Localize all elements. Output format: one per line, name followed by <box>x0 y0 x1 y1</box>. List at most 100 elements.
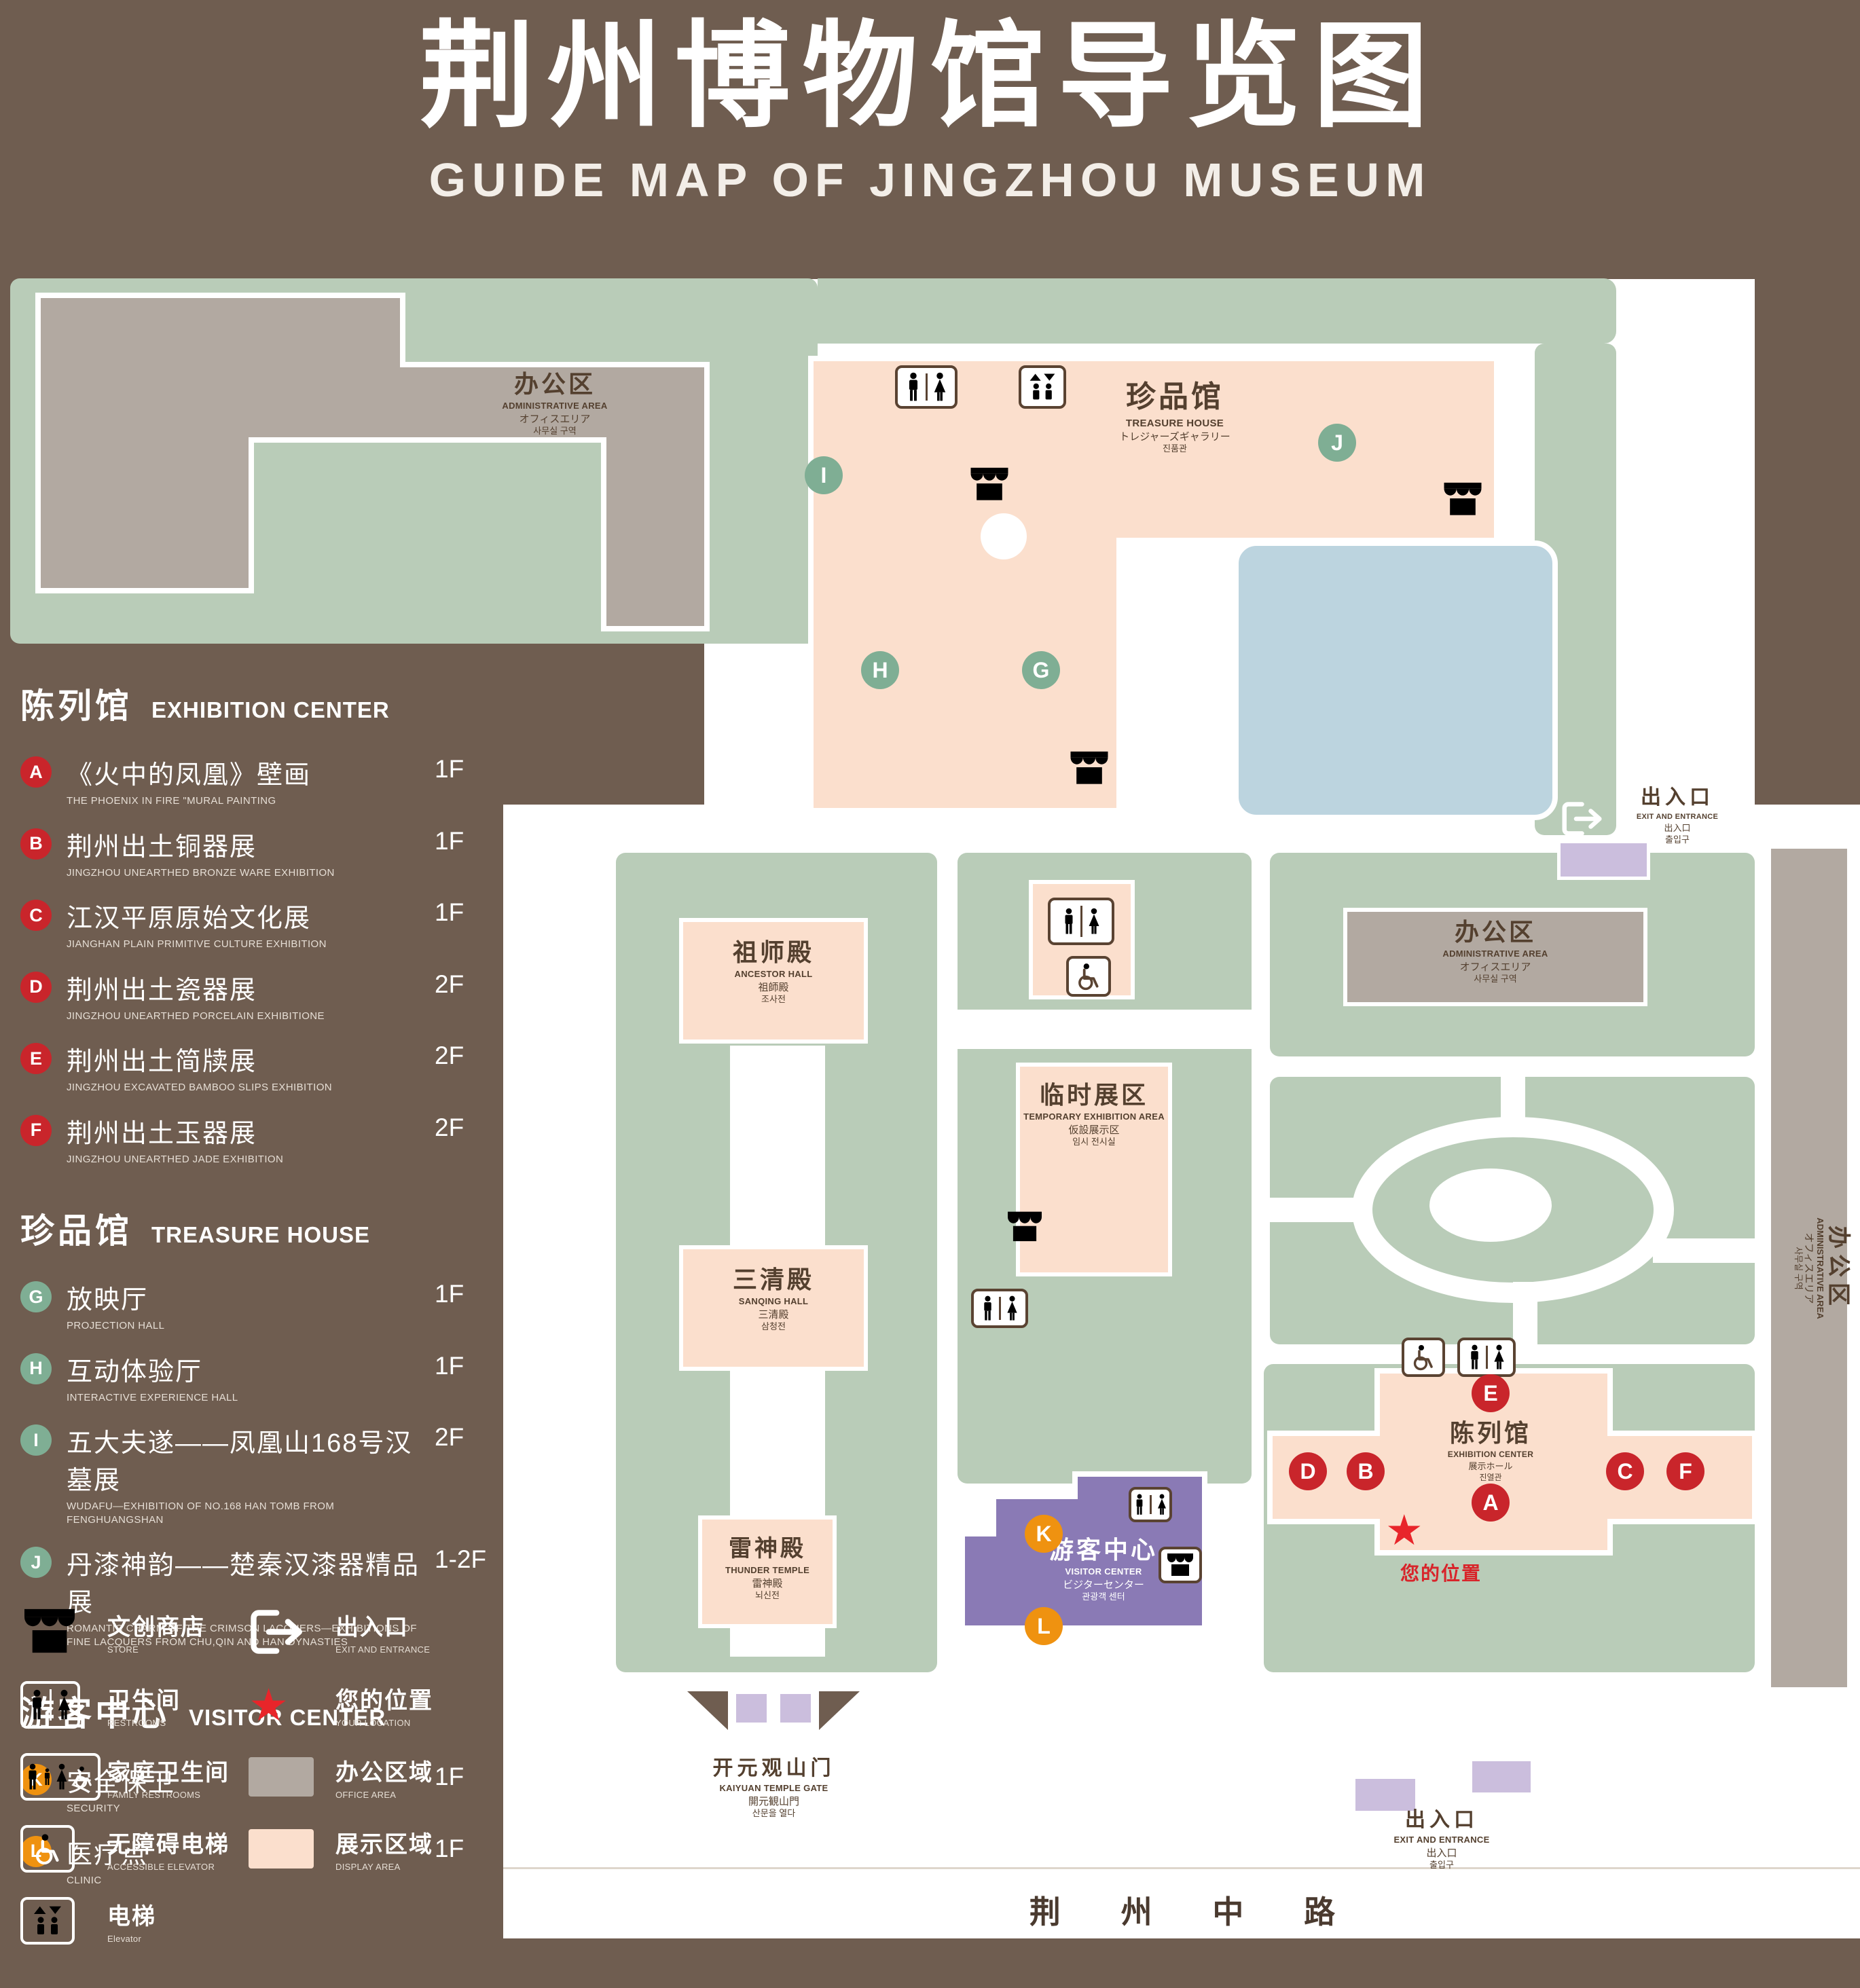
elevator-icon <box>1019 365 1066 409</box>
label-jp: オフィスエリア <box>519 413 591 425</box>
item-floor: 2F <box>435 1042 464 1069</box>
item-name-cn: 荆州出土简牍展 <box>67 1048 257 1076</box>
exit-icon <box>1561 800 1605 838</box>
label-cn: 开元观山门 <box>712 1757 835 1780</box>
item-name-cn: 安全保卫 <box>67 1769 176 1797</box>
garden-path-south <box>1513 1282 1537 1344</box>
label-exit-south: 出入口 EXIT AND ENTRANCE 出入口 출입구 <box>1357 1809 1527 1871</box>
label-jp: 仮設展示区 <box>1068 1124 1120 1136</box>
your-location-label: 您的位置 <box>1400 1563 1482 1584</box>
gate-wall-right <box>819 1691 860 1730</box>
label-cn: 办公区 <box>1454 918 1536 946</box>
map-marker-I: I <box>805 456 843 494</box>
label-cn: 三清殿 <box>732 1266 814 1293</box>
map-marker-E: E <box>1472 1374 1510 1412</box>
marker-badge-D: D <box>20 971 52 1003</box>
legend-item-D: D 荆州出土瓷器展 JINGZHOU UNEARTHED PORCELAIN E… <box>20 969 503 1023</box>
legend-section-treasure-house: 珍品馆 TREASURE HOUSE <box>20 1204 503 1253</box>
symbol-name-cn: 卫生间 <box>107 1688 181 1714</box>
label-en: TREASURE HOUSE <box>1125 418 1224 430</box>
entrance-block-east <box>1557 840 1650 880</box>
item-name-en: THE PHOENIX IN FIRE "MURAL PAINTING <box>67 795 276 807</box>
marker-badge-C: C <box>20 900 52 931</box>
symbol-name-en: RESTROOMS <box>107 1718 166 1728</box>
item-name-cn: 丹漆神韵——楚秦汉漆器精品展 <box>67 1551 420 1617</box>
label-ancestor-hall: 祖师殿 ANCESTOR HALL 祖師殿 조사전 <box>672 938 875 1005</box>
marker-badge-J: J <box>20 1547 52 1578</box>
item-name-en: JINGZHOU UNEARTHED PORCELAIN EXHIBITIONE <box>67 1010 325 1022</box>
garden-path-east <box>1653 1238 1755 1263</box>
your-location-star-icon: ★ <box>1385 1507 1423 1554</box>
label-cn: 办公区 <box>513 370 596 398</box>
label-kr: 사무실 구역 <box>1474 973 1517 984</box>
label-visitor-center: 游客中心 VISITOR CENTER ビジターセンター 관광객 센터 <box>998 1536 1209 1602</box>
item-name-cn: 江汉平原原始文化展 <box>67 904 312 933</box>
label-kr: 사무실 구역 <box>1793 1247 1804 1290</box>
label-kr: 출입구 <box>1429 1860 1454 1871</box>
accessible-elevator-icon <box>1402 1338 1445 1377</box>
temporary-exhibition-building <box>1016 1063 1172 1276</box>
legend-item-K: K 安全保卫 SECURITY 1F <box>20 1761 503 1816</box>
label-en: VISITOR CENTER <box>1065 1566 1142 1577</box>
symbol-name-en: YOUR LOCATION <box>335 1718 411 1728</box>
display-area-swatch <box>249 1829 335 1869</box>
item-floor: 1F <box>435 898 464 926</box>
garden-island <box>1429 1168 1552 1242</box>
item-floor: 2F <box>435 1113 464 1141</box>
label-cn: 办公区 <box>1825 1226 1851 1311</box>
label-gate: 开元观山门 KAIYUAN TEMPLE GATE 開元観山門 산문을 열다 <box>680 1757 867 1819</box>
symbol-name-cn: 无障碍电梯 <box>107 1832 230 1858</box>
thunder-temple-building <box>698 1515 837 1628</box>
store-icon <box>1005 1210 1044 1244</box>
legend-symbol-your-location: ★ 您的位置 YOUR LOCATION <box>249 1681 507 1729</box>
legend-section-exhibition-center: 陈列馆 EXHIBITION CENTER <box>20 679 503 728</box>
item-name-en: PROJECTION HALL <box>67 1320 165 1331</box>
item-floor: 2F <box>435 1423 464 1451</box>
label-jp: オフィスエリア <box>1459 961 1531 973</box>
item-name-cn: 放映厅 <box>67 1286 149 1314</box>
label-cn: 珍品馆 <box>1126 380 1224 413</box>
label-kr: 진열관 <box>1479 1472 1502 1482</box>
admin-strip-far-right <box>1767 845 1851 1691</box>
marker-badge-I: I <box>20 1424 52 1456</box>
item-name-en: JINGZHOU UNEARTHED BRONZE WARE EXHIBITIO… <box>67 866 335 879</box>
legend-item-B: B 荆州出土铜器展 JINGZHOU UNEARTHED BRONZE WARE… <box>20 826 503 880</box>
restroom-icon <box>20 1681 107 1729</box>
label-exit-east: 出入口 EXIT AND ENTRANCE 出入口 출입구 <box>1616 786 1738 845</box>
poster-header: 荆州博物馆导览图 GUIDE MAP OF JINGZHOU MUSEUM <box>0 16 1860 207</box>
marker-badge-A: A <box>20 756 52 788</box>
symbol-name-en: FAMILY RESTROOMS <box>107 1790 201 1800</box>
item-name-cn: 互动体验厅 <box>67 1357 203 1386</box>
label-cn: 雷神殿 <box>729 1536 806 1562</box>
symbol-name-en: Elevator <box>107 1934 142 1944</box>
pond <box>1233 540 1558 820</box>
legend-item-E: E 荆州出土简牍展 JINGZHOU EXCAVATED BAMBOO SLIP… <box>20 1040 503 1094</box>
item-name-en: ROMANTIC CHARM OF THE CRIMSON LACQUERS—E… <box>67 1623 417 1648</box>
label-jp: オフィスエリア <box>1802 1232 1815 1304</box>
label-en: ADMINISTRATIVE AREA <box>1442 949 1548 959</box>
accessible-elevator-icon <box>20 1825 107 1873</box>
label-en: EXHIBITION CENTER <box>1447 1450 1534 1460</box>
label-kr: 관광객 센터 <box>1082 1591 1125 1602</box>
symbol-name-en: DISPLAY AREA <box>335 1862 401 1872</box>
section-title-en: EXHIBITION CENTER <box>151 697 390 722</box>
label-cn: 游客中心 <box>1048 1536 1158 1564</box>
symbol-name-cn: 展示区域 <box>335 1832 433 1858</box>
symbol-name-cn: 办公区域 <box>335 1760 433 1786</box>
label-jp: トレジャーズギャラリー <box>1119 431 1230 443</box>
label-en: THUNDER TEMPLE <box>725 1564 810 1575</box>
label-en: ANCESTOR HALL <box>734 969 813 980</box>
legend-symbol-office-area: 办公区域 OFFICE AREA <box>249 1753 507 1801</box>
south-exit-block-west <box>1352 1775 1419 1814</box>
label-jp: 出入口 <box>1426 1847 1457 1859</box>
label-jp: 出入口 <box>1664 822 1691 833</box>
label-kr: 출입구 <box>1665 834 1690 845</box>
exhibition-center-building <box>1267 1368 1757 1556</box>
legend-symbol-accessible-elevator: 无障碍电梯 ACCESSIBLE ELEVATOR <box>20 1825 244 1873</box>
restroom-icon <box>895 365 958 409</box>
label-jp: 展示ホール <box>1468 1460 1513 1471</box>
label-cn: 临时展区 <box>1039 1081 1148 1109</box>
admin-building-west <box>35 293 710 631</box>
symbol-name-cn: 家庭卫生间 <box>107 1760 230 1786</box>
accessible-elevator-icon <box>1066 956 1111 997</box>
